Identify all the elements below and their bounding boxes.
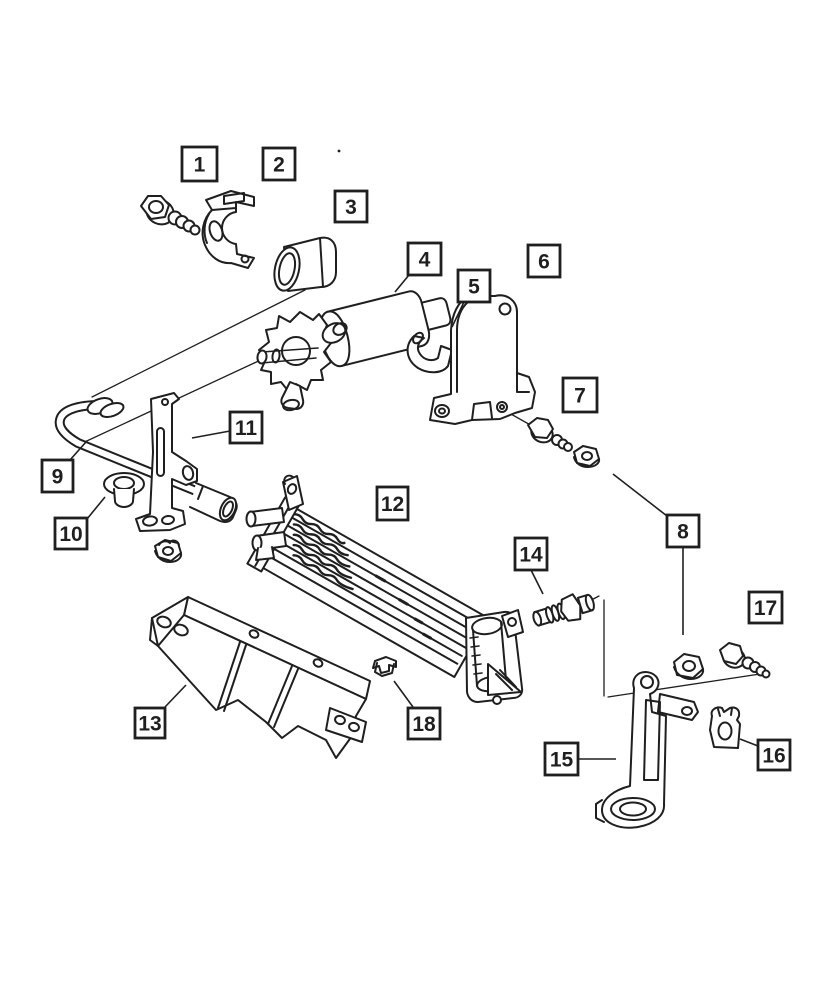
callout-11-number: 11 (235, 417, 258, 440)
part-11-tube-bracket (135, 392, 198, 532)
callout-1-box[interactable] (180, 145, 219, 183)
callout-9-box[interactable] (40, 458, 75, 494)
part-8-hex-nut-upper (573, 445, 601, 468)
stray-dot (337, 149, 341, 153)
callout-5-box[interactable] (456, 268, 492, 304)
callout-17-number: 17 (754, 597, 777, 620)
callout-18[interactable]: 18 (393, 680, 442, 741)
callout-11-box[interactable] (228, 410, 264, 445)
callout-14-box[interactable] (513, 536, 549, 572)
callout-18-number: 18 (412, 713, 436, 736)
part-9-coolant-tube (54, 397, 238, 523)
callout-18-leader-line (393, 680, 414, 708)
callout-10-number: 10 (59, 523, 82, 546)
callout-15-number: 15 (550, 749, 574, 772)
callout-9-number: 9 (52, 466, 64, 489)
part-nut-below-bracket-11 (154, 539, 183, 563)
callout-3-number: 3 (345, 196, 357, 219)
callout-13[interactable]: 13 (133, 684, 187, 740)
callout-6-box[interactable] (526, 243, 562, 279)
callout-3[interactable]: 3 (333, 189, 369, 224)
diagram-line-art (54, 149, 771, 829)
part-4-auxiliary-pump (256, 290, 452, 412)
callout-15[interactable]: 15 (543, 741, 616, 777)
callout-10[interactable]: 10 (53, 496, 106, 551)
callout-4-leader-line (394, 274, 410, 293)
part-16-retainer-clip (709, 706, 741, 749)
callout-13-box[interactable] (133, 706, 167, 740)
part-2-clamp-bracket (201, 190, 255, 269)
callout-17[interactable]: 17 (747, 590, 784, 625)
part-14-connector-fitting (532, 593, 595, 627)
callout-2[interactable]: 2 (261, 146, 297, 182)
part-15-support-bracket (595, 670, 699, 829)
callout-8-box[interactable] (665, 513, 701, 549)
part-18-push-clip (372, 656, 397, 677)
callout-12[interactable]: 12 (375, 485, 410, 522)
callout-6-number: 6 (538, 251, 550, 274)
part-5-elbow-hose (406, 331, 453, 374)
callout-12-number: 12 (381, 493, 404, 516)
callout-16-box[interactable] (756, 738, 792, 772)
callout-3-box[interactable] (333, 189, 369, 224)
callout-5-leader-line (451, 301, 465, 328)
callout-4-number: 4 (419, 249, 431, 272)
part-10-grommet (103, 472, 145, 508)
callout-5-number: 5 (468, 276, 480, 299)
callout-12-box[interactable] (375, 485, 410, 522)
callout-9-leader-line (69, 441, 87, 461)
part-12-auxiliary-cooler (245, 474, 524, 705)
part-17-hex-flange-bolt (719, 642, 771, 679)
callout-10-leader-line (86, 496, 106, 520)
callout-13-number: 13 (138, 713, 161, 736)
callout-14[interactable]: 14 (513, 536, 549, 595)
callout-1[interactable]: 1 (180, 145, 219, 183)
cooler-label-squiggles (292, 512, 354, 591)
part-6-mounting-bracket (429, 294, 536, 425)
callout-8-number: 8 (677, 521, 689, 544)
callout-16[interactable]: 16 (739, 738, 792, 772)
callout-11[interactable]: 11 (191, 410, 264, 445)
part-7-hex-screw (527, 417, 573, 452)
callout-8[interactable]: 8 (612, 473, 701, 635)
part-1-hex-flange-bolt (140, 195, 201, 236)
callout-2-number: 2 (273, 154, 285, 177)
callout-15-box[interactable] (543, 741, 580, 777)
callout-4[interactable]: 4 (394, 241, 443, 293)
callout-2-box[interactable] (261, 146, 297, 182)
callout-18-box[interactable] (406, 706, 442, 741)
callout-14-number: 14 (519, 544, 543, 567)
part-3-end-cap (273, 236, 337, 292)
callout-10-box[interactable] (53, 516, 89, 551)
callout-13-leader-line (164, 684, 187, 708)
callout-11-leader-line (191, 430, 231, 439)
callout-16-leader-line (739, 738, 759, 747)
callout-7-box[interactable] (561, 376, 599, 414)
callout-8-leader-line (612, 473, 668, 517)
callout-7-number: 7 (574, 385, 586, 408)
callout-16-number: 16 (762, 745, 785, 768)
callout-14-leader-line (530, 569, 544, 595)
callout-5[interactable]: 5 (451, 268, 492, 328)
callout-9[interactable]: 9 (40, 441, 87, 494)
part-8-hex-nut-lower (673, 653, 705, 680)
callout-1-number: 1 (194, 154, 206, 177)
callout-17-box[interactable] (747, 590, 784, 625)
callout-4-box[interactable] (406, 241, 443, 277)
part-13-air-duct (149, 596, 371, 759)
callout-7[interactable]: 7 (561, 376, 599, 414)
callout-6[interactable]: 6 (526, 243, 562, 279)
